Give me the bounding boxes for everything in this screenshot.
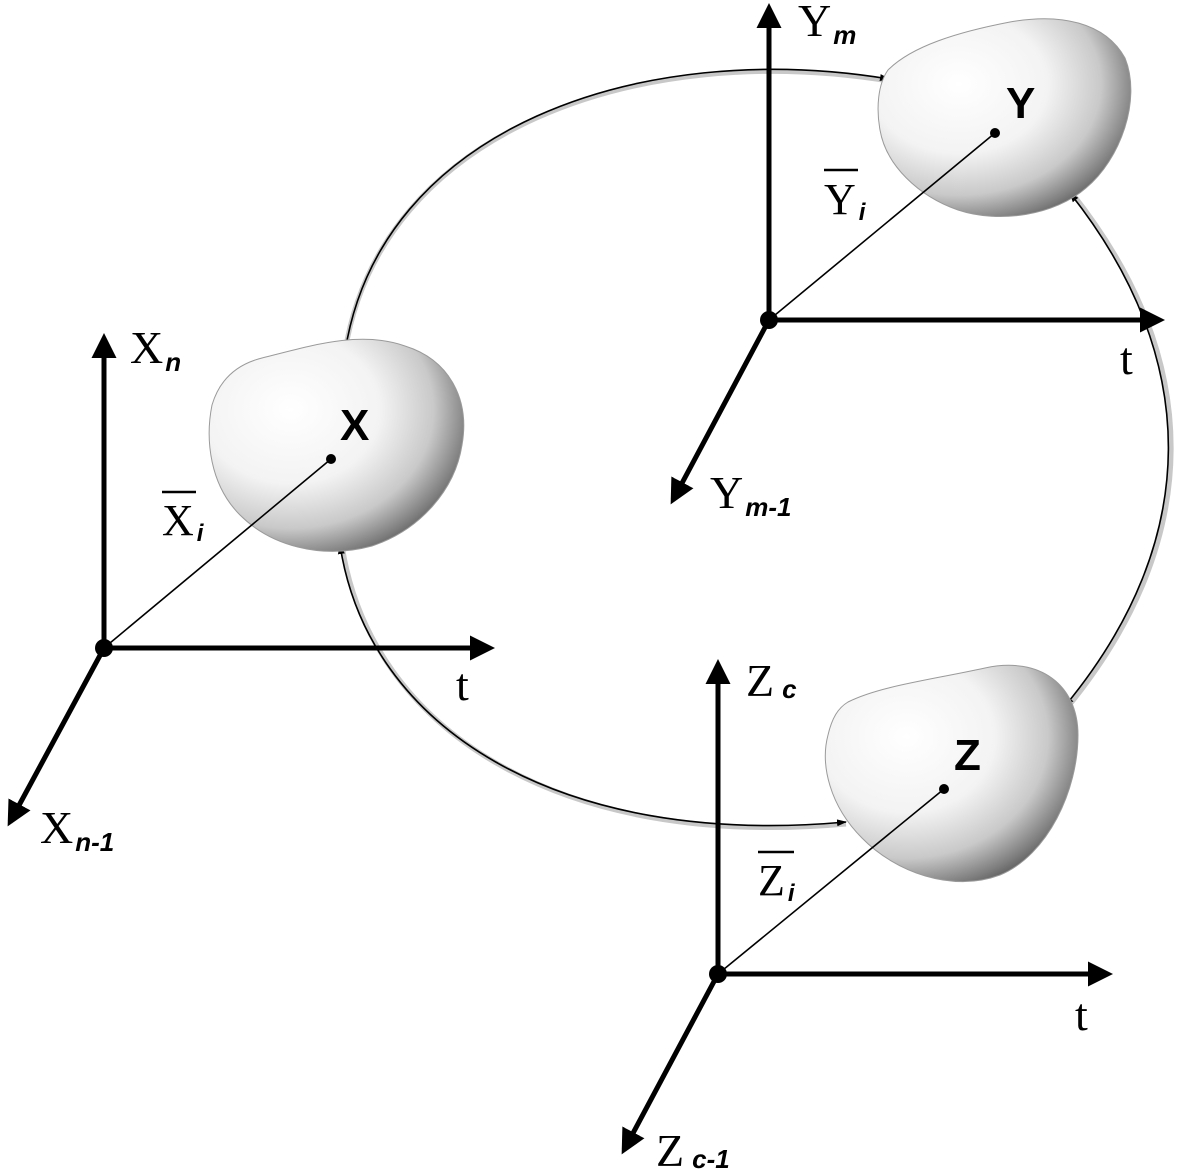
blob-x-label: X [340,401,369,450]
blob-y-label: Y [1006,79,1035,128]
y-depth-axis [670,318,772,505]
y-vertical-axis-label: Ym [798,0,856,50]
link-y-x [342,68,890,353]
blob-y [877,18,1132,218]
x-depth-axis-label: Xn-1 [40,802,114,857]
y-time-axis-label: t [1120,333,1133,384]
x-mean-point [326,454,336,464]
link-y-z [1064,191,1174,710]
y-mean-point [990,128,1000,138]
x-depth-axis [7,646,107,827]
x-time-axis-label: t [456,659,469,710]
y-depth-axis-label: Ym-1 [710,467,791,522]
x-mean-vector [103,458,332,649]
z-time-axis-label: t [1075,989,1088,1040]
blob-z-label: Z [954,731,981,780]
blob-x [208,338,465,552]
z-depth-axis [621,972,721,1155]
z-mean-vector [717,788,945,975]
link-x-z [337,544,847,830]
blob-z [824,664,1079,883]
z-mean-point [939,784,949,794]
x-vertical-axis-label: Xn [130,322,181,377]
y-mean-vector [768,132,996,321]
